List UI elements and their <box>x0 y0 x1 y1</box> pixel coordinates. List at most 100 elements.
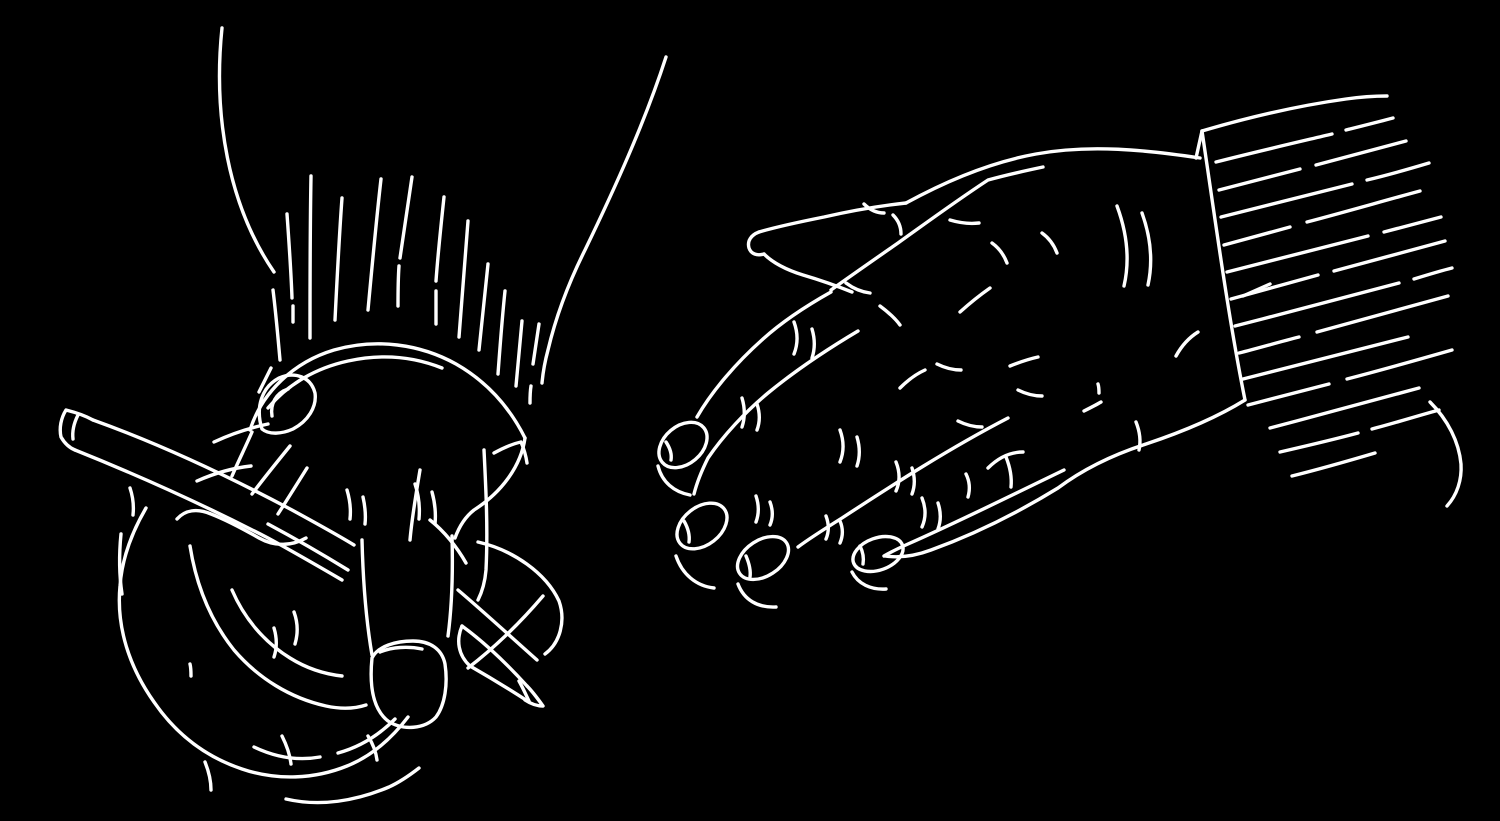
fingernails <box>657 420 905 582</box>
stroke <box>446 534 455 638</box>
sleeve-contour <box>217 26 668 435</box>
stroke <box>272 626 278 659</box>
stroke <box>1008 355 1040 368</box>
stroke <box>398 175 414 260</box>
stroke <box>838 428 845 464</box>
stroke <box>276 466 309 516</box>
stroke <box>266 522 350 572</box>
stroke <box>360 538 374 657</box>
sleeve-rib-hatching <box>285 174 541 405</box>
stroke <box>948 218 981 226</box>
stroke <box>477 262 490 352</box>
stroke <box>796 416 1010 549</box>
stroke <box>378 645 424 654</box>
stroke <box>1233 266 1454 328</box>
stroke <box>188 662 193 678</box>
stroke <box>1237 294 1450 355</box>
stroke <box>540 55 668 385</box>
stroke <box>250 444 292 496</box>
fingernail <box>735 534 791 582</box>
stroke <box>457 219 470 339</box>
stroke <box>456 588 539 662</box>
stroke <box>203 760 213 792</box>
stroke <box>1016 388 1044 398</box>
stroke <box>844 281 872 295</box>
stroke <box>894 460 901 493</box>
stroke <box>656 464 692 497</box>
stroke <box>369 639 448 729</box>
stroke <box>280 734 293 766</box>
stroke <box>188 544 368 710</box>
stroke <box>476 448 489 602</box>
fingernail <box>851 534 905 574</box>
stroke <box>810 327 816 360</box>
stroke <box>956 419 984 429</box>
stroke <box>904 147 1202 205</box>
stroke <box>345 488 353 521</box>
stroke <box>1246 348 1454 407</box>
open-hand <box>656 94 1463 609</box>
stroke <box>230 430 254 478</box>
stroke <box>1174 330 1200 358</box>
stroke <box>910 466 916 496</box>
cuff-rib-hatching <box>1214 116 1454 478</box>
stroke <box>964 472 972 499</box>
stroke <box>1134 420 1142 452</box>
pencil <box>58 408 545 708</box>
stroke <box>1040 231 1059 255</box>
stroke <box>990 241 1009 265</box>
fingertip-arcs <box>656 440 888 609</box>
stroke <box>883 398 1247 559</box>
stroke <box>73 448 344 582</box>
fingernail <box>675 501 729 551</box>
stroke <box>1290 451 1377 478</box>
stroke <box>531 322 541 366</box>
stroke <box>248 342 527 440</box>
stroke <box>736 582 778 609</box>
stroke <box>408 468 422 542</box>
stroke <box>396 264 401 308</box>
stroke <box>1241 335 1410 381</box>
stroke <box>1200 129 1247 402</box>
stroke <box>528 384 533 405</box>
stroke <box>308 174 313 340</box>
knuckle-creases <box>740 320 972 545</box>
stroke <box>1229 239 1447 301</box>
stroke <box>744 554 752 579</box>
index-finger <box>360 534 455 729</box>
stroke <box>1194 129 1204 160</box>
stroke <box>517 679 531 703</box>
stroke <box>891 213 903 236</box>
stroke <box>476 540 564 656</box>
stroke <box>935 362 963 372</box>
stroke <box>936 501 942 531</box>
stroke <box>230 588 344 678</box>
writing-hand <box>58 26 668 805</box>
stroke <box>1225 215 1443 274</box>
stroke <box>878 304 902 327</box>
stroke <box>285 212 294 300</box>
stroke <box>1096 382 1101 395</box>
stroke <box>1214 116 1395 164</box>
stroke <box>333 196 344 322</box>
stroke <box>920 496 927 529</box>
skin-crease-marks <box>128 482 438 792</box>
stroke <box>1219 161 1431 219</box>
stroke <box>217 26 276 274</box>
stroke <box>71 413 80 441</box>
stroke <box>1217 139 1408 192</box>
stroke <box>1082 400 1103 413</box>
stroke <box>862 202 886 215</box>
stroke <box>117 532 124 596</box>
stroke <box>413 482 422 521</box>
stroke <box>1222 189 1422 247</box>
stroke <box>492 440 529 465</box>
stroke <box>850 570 888 591</box>
stroke <box>1115 204 1129 288</box>
stroke <box>434 195 446 283</box>
stroke <box>768 500 774 527</box>
stroke <box>361 495 368 526</box>
stroke <box>292 610 299 646</box>
